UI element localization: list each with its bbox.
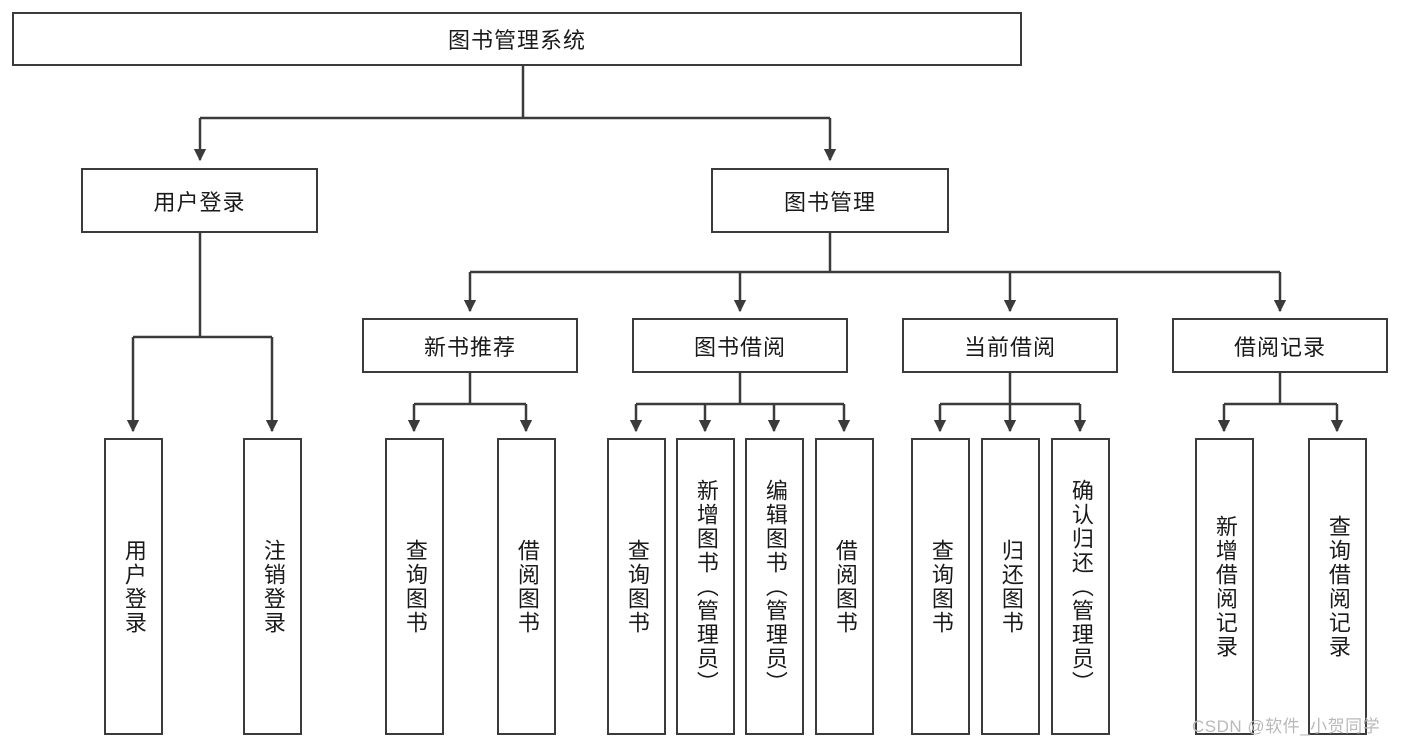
node-user-login-label: 用户登录 [153, 189, 246, 215]
leaf-current-borrow-1-label: 查询图书 [928, 538, 954, 635]
node-current-borrow[interactable]: 当前借阅 [902, 318, 1118, 373]
leaf-book-borrow-1[interactable]: 查询图书 [607, 438, 666, 735]
leaf-borrow-record-1-label: 新增借阅记录 [1212, 514, 1238, 659]
leaf-user-login-2-label: 注销登录 [260, 538, 286, 635]
leaf-book-borrow-2[interactable]: 新增图书（管理员） [676, 438, 735, 735]
leaf-new-book-1[interactable]: 查询图书 [385, 438, 444, 735]
node-root-label: 图书管理系统 [447, 28, 586, 53]
node-current-borrow-label: 当前借阅 [963, 334, 1056, 360]
leaf-borrow-record-1[interactable]: 新增借阅记录 [1195, 438, 1254, 735]
leaf-book-borrow-2-label: 新增图书（管理员） [693, 478, 719, 695]
node-book-borrow-label: 图书借阅 [693, 334, 786, 360]
leaf-borrow-record-2-label: 查询借阅记录 [1325, 514, 1351, 659]
node-book-manage-label: 图书管理 [783, 189, 876, 215]
leaf-current-borrow-3[interactable]: 确认归还（管理员） [1051, 438, 1110, 735]
node-borrow-record[interactable]: 借阅记录 [1172, 318, 1388, 373]
node-book-borrow[interactable]: 图书借阅 [632, 318, 848, 373]
leaf-new-book-1-label: 查询图书 [402, 538, 428, 635]
leaf-borrow-record-2[interactable]: 查询借阅记录 [1308, 438, 1367, 735]
node-borrow-record-label: 借阅记录 [1233, 334, 1326, 360]
leaf-book-borrow-1-label: 查询图书 [624, 538, 650, 635]
node-root[interactable]: 图书管理系统 [12, 12, 1022, 66]
leaf-user-login-2[interactable]: 注销登录 [243, 438, 302, 735]
leaf-book-borrow-3-label: 编辑图书（管理员） [762, 478, 788, 695]
node-user-login[interactable]: 用户登录 [81, 168, 318, 233]
leaf-current-borrow-2[interactable]: 归还图书 [981, 438, 1040, 735]
node-book-manage[interactable]: 图书管理 [711, 168, 949, 233]
leaf-current-borrow-2-label: 归还图书 [998, 538, 1024, 635]
leaf-book-borrow-4[interactable]: 借阅图书 [815, 438, 874, 735]
leaf-book-borrow-4-label: 借阅图书 [832, 538, 858, 635]
leaf-current-borrow-1[interactable]: 查询图书 [911, 438, 970, 735]
leaf-current-borrow-3-label: 确认归还（管理员） [1068, 478, 1094, 695]
leaf-new-book-2[interactable]: 借阅图书 [497, 438, 556, 735]
leaf-user-login-1[interactable]: 用户登录 [104, 438, 163, 735]
leaf-user-login-1-label: 用户登录 [121, 538, 147, 635]
leaf-book-borrow-3[interactable]: 编辑图书（管理员） [745, 438, 804, 735]
leaf-new-book-2-label: 借阅图书 [514, 538, 540, 635]
node-new-book-recommend[interactable]: 新书推荐 [362, 318, 578, 373]
node-new-book-recommend-label: 新书推荐 [423, 334, 516, 360]
